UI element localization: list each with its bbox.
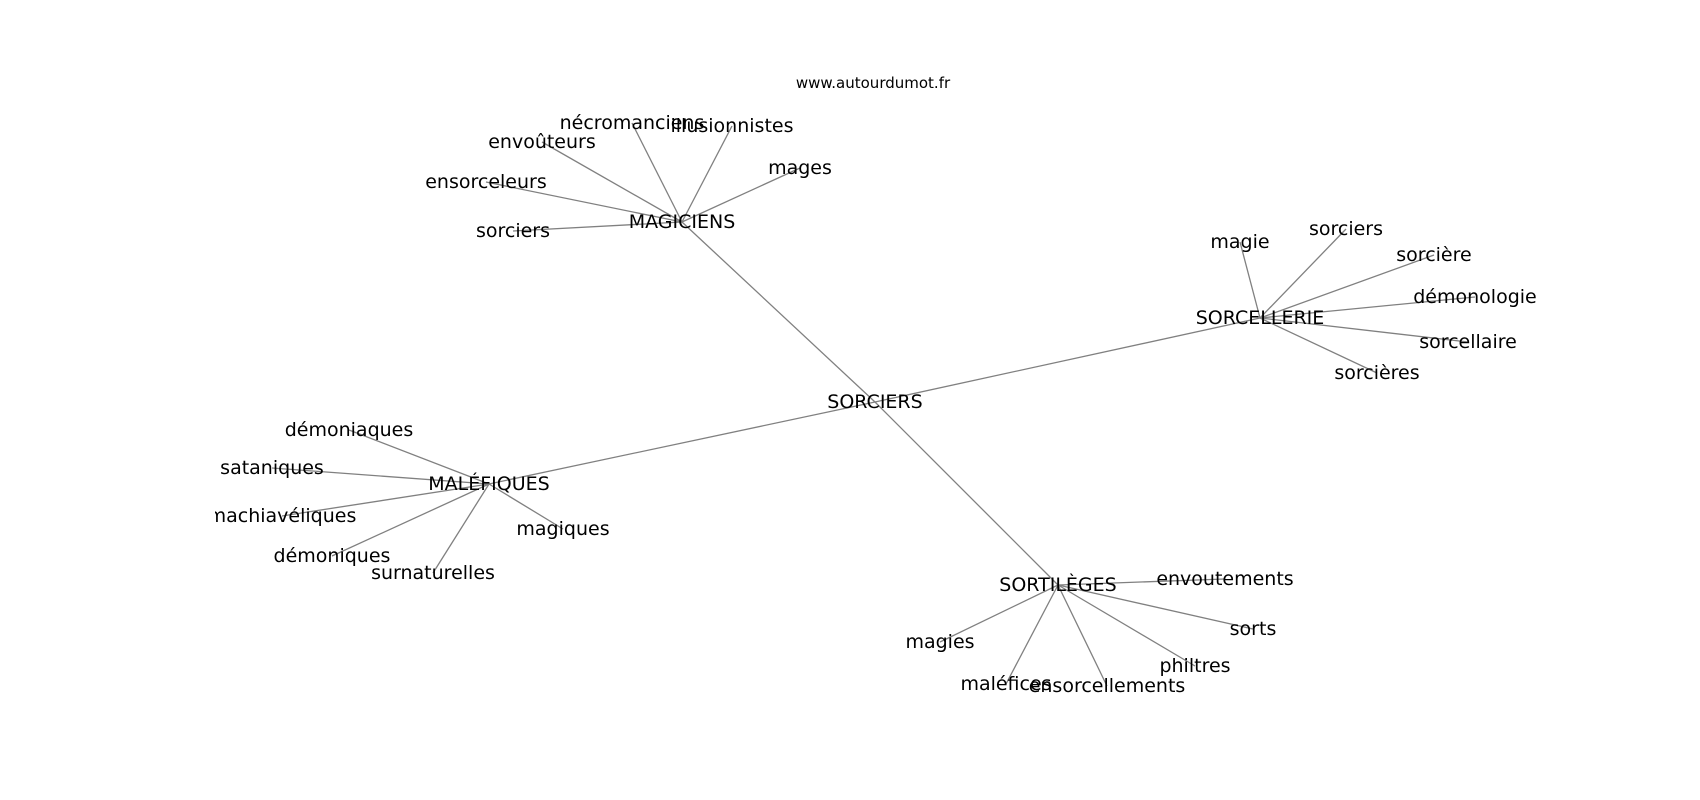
leaf-node-sortileges-5: ensorcellements	[1029, 675, 1186, 697]
leaf-node-sorcellerie-1: sorciers	[1309, 218, 1383, 240]
edge-malefiques-leaf-0	[348, 429, 490, 485]
edge-center-sortileges	[874, 401, 1059, 586]
edge-sorcellerie-leaf-1	[1259, 228, 1347, 319]
hub-node-magiciens: MAGICIENS	[629, 211, 736, 233]
edge-magiciens-leaf-5	[512, 221, 683, 232]
leaf-node-sorcellerie-0: magie	[1210, 231, 1269, 253]
edge-sorcellerie-leaf-5	[1259, 317, 1378, 374]
leaf-node-malefiques-0: démoniaques	[285, 419, 414, 441]
edge-malefiques-leaf-2	[281, 483, 490, 517]
leaf-node-magiciens-0: nécromanciens	[560, 112, 705, 134]
leaf-node-magiciens-1: illusionnistes	[671, 115, 794, 137]
leaf-node-sorcellerie-3: démonologie	[1413, 286, 1536, 308]
edge-magiciens-leaf-1	[681, 125, 733, 223]
edge-malefiques-leaf-5	[488, 483, 564, 530]
leaf-node-magiciens-4: mages	[768, 157, 832, 179]
edge-sorcellerie-leaf-0	[1239, 241, 1261, 319]
edge-sortileges-leaf-5	[1057, 584, 1108, 687]
leaf-node-sortileges-0: envoutements	[1156, 568, 1293, 590]
edge-sortileges-leaf-2	[939, 584, 1059, 643]
edge-magiciens-leaf-0	[631, 122, 683, 223]
leaf-node-sortileges-2: magies	[905, 631, 974, 653]
leaf-node-sortileges-3: philtres	[1159, 655, 1230, 677]
leaf-node-malefiques-1: sataniques	[220, 457, 324, 479]
edge-sortileges-leaf-3	[1057, 584, 1196, 667]
leaf-node-magiciens-2: envoûteurs	[488, 131, 596, 153]
edge-center-malefiques	[488, 401, 876, 485]
edge-center-sorcellerie	[874, 317, 1261, 403]
edge-sortileges-leaf-4	[1005, 584, 1059, 685]
graph-labels: SORCIERS MAGICIENS nécromanciensillusionni…	[208, 112, 1537, 697]
leaf-node-malefiques-4: surnaturelles	[371, 562, 495, 584]
edge-magiciens-leaf-4	[681, 167, 801, 223]
hub-node-sorcellerie: SORCELLERIE	[1196, 307, 1325, 329]
edge-sorcellerie-leaf-4	[1259, 317, 1469, 343]
edge-malefiques-leaf-3	[331, 483, 490, 557]
watermark-text: www.autourdumot.fr	[796, 74, 951, 92]
edge-sorcellerie-leaf-2	[1259, 254, 1435, 319]
center-node-label: SORCIERS	[827, 391, 922, 413]
edge-malefiques-leaf-4	[432, 483, 490, 574]
edge-sortileges-leaf-1	[1057, 584, 1254, 630]
leaf-node-sorcellerie-2: sorcière	[1396, 244, 1471, 266]
leaf-node-sorcellerie-4: sorcellaire	[1419, 331, 1517, 353]
edge-malefiques-leaf-1	[271, 467, 490, 485]
leaf-node-magiciens-5: sorciers	[476, 220, 550, 242]
edge-sorcellerie-leaf-3	[1259, 296, 1476, 319]
hub-node-sortileges: SORTILÈGES	[999, 573, 1116, 596]
hub-node-malefiques: MALÉFIQUES	[428, 472, 549, 495]
leaf-node-magiciens-3: ensorceleurs	[425, 171, 547, 193]
leaf-node-malefiques-5: magiques	[516, 518, 609, 540]
edge-magiciens-leaf-3	[485, 181, 683, 223]
leaf-node-malefiques-2: machiavéliques	[208, 505, 357, 527]
leaf-node-sortileges-1: sorts	[1230, 618, 1277, 640]
leaf-node-malefiques-3: démoniques	[274, 545, 391, 567]
edge-magiciens-leaf-2	[541, 141, 683, 223]
graph-edges	[271, 122, 1476, 687]
leaf-node-sorcellerie-5: sorcières	[1334, 362, 1419, 384]
leaf-node-sortileges-4: maléfices	[960, 673, 1051, 695]
edge-center-magiciens	[681, 221, 876, 403]
edge-sortileges-leaf-0	[1057, 578, 1226, 586]
